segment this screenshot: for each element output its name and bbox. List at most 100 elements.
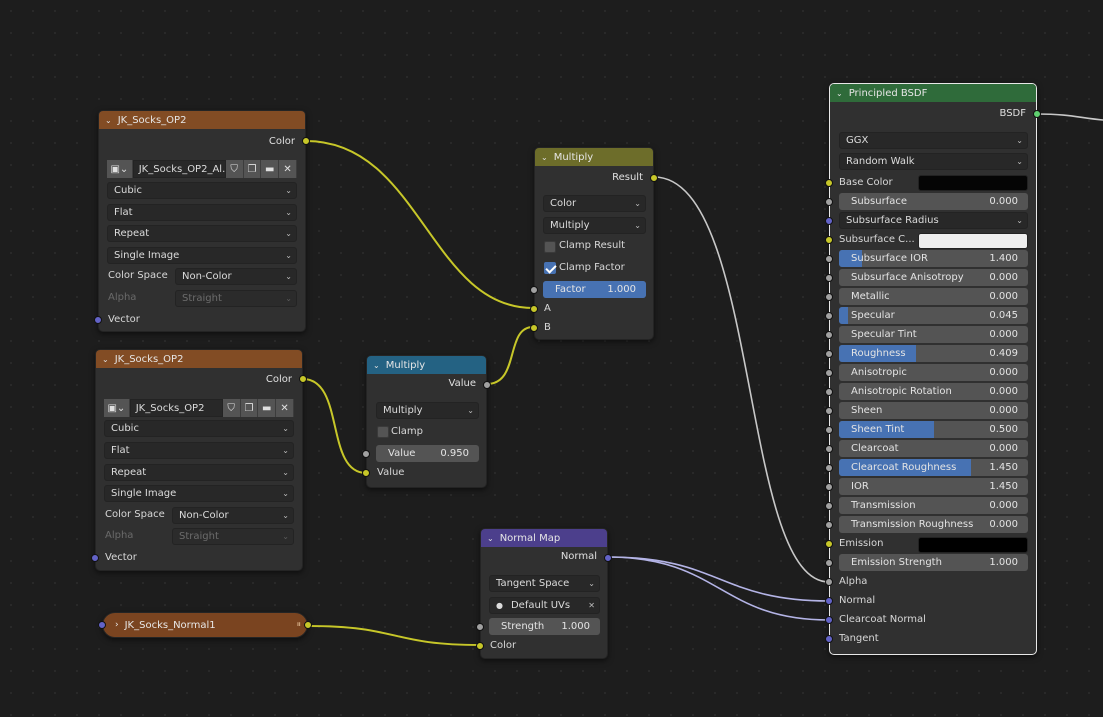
chevron-down-icon[interactable]: ⌄	[102, 354, 109, 364]
input-tangent-socket[interactable]	[825, 635, 833, 643]
operation-dropdown[interactable]: Multiply⌄	[376, 402, 479, 419]
input-ior-socket[interactable]	[825, 483, 833, 491]
input-factor-socket[interactable]	[530, 286, 538, 294]
input-value-1-socket[interactable]	[362, 450, 370, 458]
input-emission-socket[interactable]	[825, 540, 833, 548]
output-color-socket[interactable]	[304, 621, 312, 629]
clamp-checkbox[interactable]	[377, 426, 389, 438]
image-selector[interactable]: ▣⌄ JK_Socks_OP2_Al... ⛉ ❐ ▬ ✕	[107, 160, 297, 178]
close-icon[interactable]: ✕	[588, 601, 595, 610]
node-header[interactable]: ⌄ Multiply	[535, 148, 653, 166]
close-icon[interactable]: ✕	[279, 160, 297, 178]
input-transmission-roughness-socket[interactable]	[825, 521, 833, 529]
input-strength-socket[interactable]	[476, 623, 484, 631]
extension-dropdown[interactable]: Repeat⌄	[104, 464, 294, 481]
input-alpha-socket[interactable]	[825, 578, 833, 586]
mix-multiply-node[interactable]: ⌄ Multiply Result Color⌄ Multiply⌄ Clamp…	[530, 147, 658, 340]
subsurface-radius-dropdown[interactable]: Subsurface Radius⌄	[839, 212, 1028, 229]
chevron-down-icon[interactable]: ⌄	[836, 88, 843, 98]
open-folder-icon[interactable]: ▬	[258, 399, 277, 417]
input-subsurface-radius-socket[interactable]	[825, 217, 833, 225]
image-texture-node-1[interactable]: ⌄ JK_Socks_OP2 Color ▣⌄ JK_Socks_OP2_Al.…	[94, 110, 310, 332]
input-subsurface-anisotropy-socket[interactable]	[825, 274, 833, 282]
interpolation-dropdown[interactable]: Cubic⌄	[104, 420, 294, 437]
duplicate-icon[interactable]: ❐	[240, 399, 259, 417]
input-vector-socket[interactable]	[98, 621, 106, 629]
output-normal-socket[interactable]	[604, 554, 612, 562]
input-a-socket[interactable]	[530, 305, 538, 313]
interpolation-dropdown[interactable]: Cubic⌄	[107, 182, 297, 199]
principled-bsdf-node[interactable]: ⌄ Principled BSDF BSDF GGX⌄ Random Walk⌄…	[825, 83, 1041, 655]
source-dropdown[interactable]: Single Image⌄	[104, 485, 294, 502]
input-color-socket[interactable]	[476, 642, 484, 650]
output-color-socket[interactable]	[299, 375, 307, 383]
image-browse-icon[interactable]: ▣⌄	[104, 399, 130, 417]
input-subsurface-color-socket[interactable]	[825, 236, 833, 244]
projection-dropdown[interactable]: Flat⌄	[107, 204, 297, 221]
node-header[interactable]: ⌄ JK_Socks_OP2	[99, 111, 305, 129]
input-roughness-socket[interactable]	[825, 350, 833, 358]
input-subsurface-socket[interactable]	[825, 198, 833, 206]
emission-swatch[interactable]	[918, 537, 1028, 553]
space-dropdown[interactable]: Tangent Space⌄	[489, 575, 600, 592]
chevron-down-icon[interactable]: ⌄	[373, 360, 380, 370]
input-transmission-socket[interactable]	[825, 502, 833, 510]
image-name-field[interactable]: JK_Socks_OP2_Al...	[132, 160, 226, 178]
projection-dropdown[interactable]: Flat⌄	[104, 442, 294, 459]
input-anisotropic-socket[interactable]	[825, 369, 833, 377]
subsurface-color-swatch[interactable]	[918, 233, 1028, 249]
source-dropdown[interactable]: Single Image⌄	[107, 247, 297, 264]
distribution-dropdown[interactable]: GGX⌄	[839, 132, 1028, 149]
clamp-result-checkbox[interactable]	[544, 241, 556, 253]
blend-mode-dropdown[interactable]: Multiply⌄	[543, 217, 646, 234]
input-value-2-socket[interactable]	[362, 469, 370, 477]
input-subsurface-ior-socket[interactable]	[825, 255, 833, 263]
node-header[interactable]: ⌄ Principled BSDF	[830, 84, 1036, 102]
input-specular-socket[interactable]	[825, 312, 833, 320]
strength-field[interactable]: Strength 1.000	[489, 618, 600, 635]
input-vector-socket[interactable]	[91, 554, 99, 562]
input-sheen-socket[interactable]	[825, 407, 833, 415]
output-color-socket[interactable]	[302, 137, 310, 145]
input-metallic-socket[interactable]	[825, 293, 833, 301]
value-field[interactable]: Value 0.950	[376, 445, 479, 462]
color-space-dropdown[interactable]: Non-Color⌄	[172, 507, 294, 524]
output-bsdf-socket[interactable]	[1033, 110, 1041, 118]
color-space-dropdown[interactable]: Non-Color⌄	[175, 268, 297, 285]
clamp-factor-checkbox[interactable]	[544, 262, 556, 274]
chevron-down-icon[interactable]: ⌄	[541, 152, 548, 162]
chevron-down-icon[interactable]: ⌄	[105, 115, 112, 125]
chevron-down-icon[interactable]: ⌄	[487, 533, 494, 543]
input-emission-strength-socket[interactable]	[825, 559, 833, 567]
input-normal-socket[interactable]	[825, 597, 833, 605]
node-header[interactable]: ⌄ Multiply	[367, 356, 486, 374]
input-sheen-tint-socket[interactable]	[825, 426, 833, 434]
input-specular-tint-socket[interactable]	[825, 331, 833, 339]
fake-user-shield-icon[interactable]: ⛉	[225, 160, 244, 178]
extension-dropdown[interactable]: Repeat⌄	[107, 225, 297, 242]
node-header[interactable]: ⌄ Normal Map	[481, 529, 607, 547]
data-type-dropdown[interactable]: Color⌄	[543, 195, 646, 212]
image-name-field[interactable]: JK_Socks_OP2	[129, 399, 223, 417]
image-browse-icon[interactable]: ▣⌄	[107, 160, 133, 178]
factor-slider[interactable]: Factor 1.000	[543, 281, 646, 298]
open-folder-icon[interactable]: ▬	[261, 160, 280, 178]
base-color-swatch[interactable]	[918, 175, 1028, 191]
input-vector-socket[interactable]	[94, 316, 102, 324]
input-clearcoat-socket[interactable]	[825, 445, 833, 453]
image-selector[interactable]: ▣⌄ JK_Socks_OP2 ⛉ ❐ ▬ ✕	[104, 399, 294, 417]
